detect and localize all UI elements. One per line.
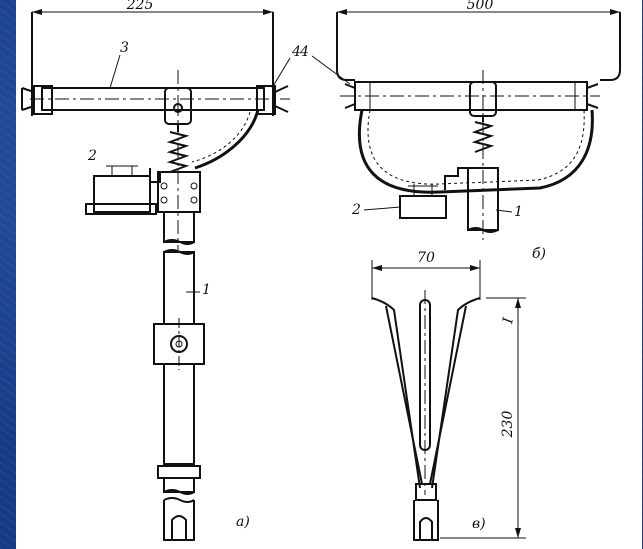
leader-3 — [109, 54, 121, 89]
arrow-left-b — [337, 9, 347, 15]
view-label-c: в) — [472, 516, 486, 532]
pole-middle — [163, 251, 195, 325]
left-hook — [336, 12, 355, 81]
right-wingnut — [274, 85, 289, 113]
fork-right-outer — [431, 297, 481, 489]
label-1: 1 — [202, 282, 211, 298]
connector-box — [93, 175, 151, 213]
arrow-70-left — [372, 265, 382, 271]
arrow-left — [32, 9, 42, 15]
break-mark-b — [467, 227, 499, 233]
dim-500-text: 500 — [467, 0, 494, 13]
arrow-230-top — [515, 298, 521, 308]
clamp-bolt-3 — [190, 182, 198, 190]
binding — [415, 483, 437, 501]
view-b: 500 4 2 1 б) — [299, 0, 621, 262]
arrow-right-b — [610, 9, 620, 15]
fork-left-outer — [371, 297, 421, 489]
tip-fork — [413, 500, 439, 541]
cable-guide-hatch — [191, 111, 251, 163]
label-1b: 1 — [514, 204, 523, 220]
label-4b: 4 — [299, 44, 309, 60]
drawing-sheet — [16, 0, 642, 549]
wing-b-left — [344, 83, 356, 109]
section-mark: I — [500, 316, 517, 326]
break-mark-bottom-2 — [163, 497, 195, 503]
view-label-b: б) — [532, 246, 546, 262]
leader-4 — [271, 57, 291, 89]
connector-base — [85, 203, 157, 215]
lower-ring — [157, 465, 201, 479]
pole-lower — [163, 363, 195, 465]
spring-b — [471, 121, 495, 153]
label-2b: 2 — [351, 202, 361, 218]
fork-right-inner — [429, 305, 467, 485]
view-label-a: а) — [236, 514, 250, 530]
connector-b — [399, 195, 447, 219]
spring — [166, 131, 190, 173]
view-c: 70 230 I в) — [371, 250, 526, 541]
left-wingnut — [21, 87, 35, 111]
leader-2b — [363, 206, 401, 211]
right-hook — [600, 12, 621, 81]
view-a: 225 3 4 2 — [21, 0, 301, 541]
tube-clamp — [157, 171, 201, 213]
fork-left-inner — [385, 305, 423, 485]
clamp-bolt-4 — [190, 196, 198, 204]
break-mark-bottom — [163, 489, 195, 495]
arrow-70-right — [470, 265, 480, 271]
cable-basket — [357, 109, 594, 194]
label-2: 2 — [87, 148, 97, 164]
arrow-right — [263, 9, 273, 15]
clamp-bolt-2 — [160, 196, 168, 204]
label-4: 4 — [291, 44, 301, 60]
clamp-bolt-1 — [160, 182, 168, 190]
leader-1b — [495, 209, 513, 213]
cable-basket-hatch — [367, 109, 585, 185]
right-clamp — [256, 85, 276, 115]
dim-230-text: 230 — [500, 411, 516, 439]
dim-225-text: 225 — [126, 0, 154, 13]
wing-b-right — [586, 83, 599, 109]
left-clamp — [33, 85, 53, 115]
break-mark-top — [163, 239, 195, 245]
cable-guide — [194, 109, 260, 170]
bracket-b — [444, 167, 478, 190]
leader-4b — [311, 55, 351, 85]
label-3: 3 — [120, 40, 129, 56]
arrow-230-bottom — [515, 528, 521, 538]
pole-top — [163, 211, 195, 243]
dim-70-text: 70 — [417, 250, 435, 266]
pole-fork — [163, 500, 195, 541]
